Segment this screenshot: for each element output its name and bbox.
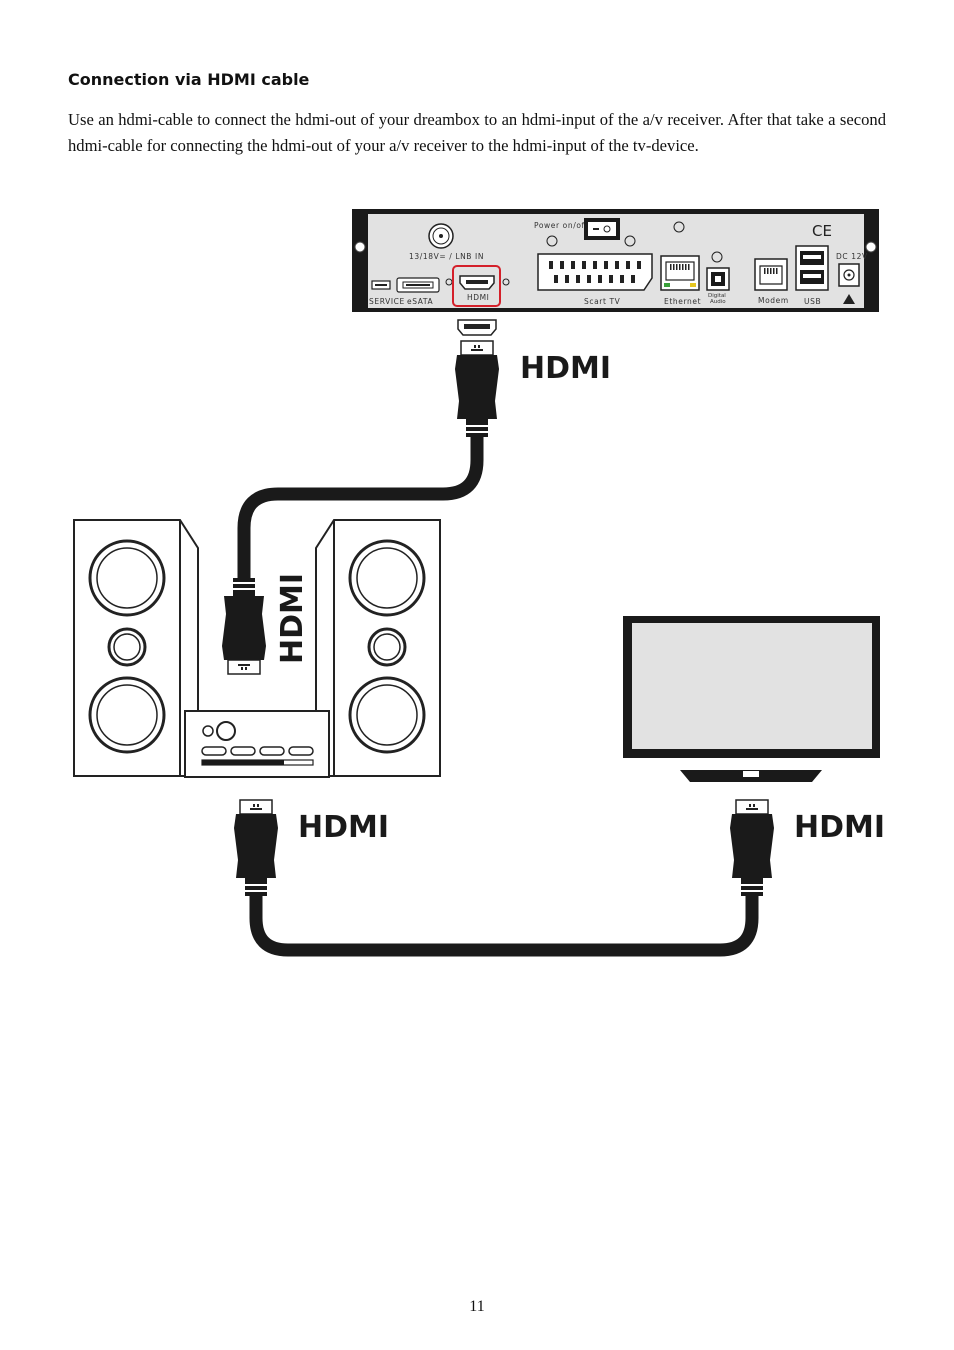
hdmi-cable-top <box>237 437 484 580</box>
hdmi-label-bottom-right: HDMI <box>794 810 885 845</box>
esata-label: eSATA <box>407 297 433 306</box>
dreambox-rear-panel: 13/18V= / LNB IN SERVICE eSATA HDMI Powe… <box>352 209 879 312</box>
hdmi-plug-bottom-left-icon <box>233 799 279 897</box>
hdmi-port-highlight <box>452 265 501 307</box>
hdmi-label-speaker: HDMI <box>275 573 310 664</box>
digital-audio-port-icon <box>706 267 730 291</box>
instruction-paragraph: Use an hdmi-cable to connect the hdmi-ou… <box>68 110 886 155</box>
ethernet-port-icon <box>660 255 700 291</box>
power-label: Power on/off <box>534 221 588 230</box>
hdmi-plug-top-icon <box>454 340 500 438</box>
scart-port-icon <box>537 253 653 291</box>
usb-label: USB <box>804 297 821 306</box>
hdmi-label-bottom-left: HDMI <box>298 810 389 845</box>
ce-mark: CE <box>812 222 832 240</box>
warning-icon <box>843 294 855 304</box>
modem-port-icon <box>754 258 788 291</box>
dc-label: DC 12V <box>836 252 868 261</box>
service-label: SERVICE <box>369 297 405 306</box>
esata-port-icon <box>396 277 440 293</box>
speaker-system-icon <box>73 519 441 778</box>
tv-icon <box>623 616 880 782</box>
hdmi-port-label: HDMI <box>467 293 490 302</box>
lnb-label: 13/18V= / LNB IN <box>409 252 484 261</box>
usb-port-icon <box>795 245 829 291</box>
lnb-connector-icon <box>428 223 454 249</box>
service-port-icon <box>371 280 391 290</box>
modem-label: Modem <box>758 296 789 305</box>
ethernet-label: Ethernet <box>664 297 701 306</box>
hdmi-cable-bottom <box>249 896 759 957</box>
dc-jack-icon <box>838 263 860 287</box>
hdmi-label-top: HDMI <box>520 351 611 386</box>
hdmi-plug-speaker-icon <box>221 577 267 675</box>
section-title: Connection via HDMI cable <box>68 70 310 89</box>
hdmi-plug-bottom-right-icon <box>729 799 775 897</box>
scart-label: Scart TV <box>584 297 621 306</box>
hdmi-plug-head-icon <box>457 319 497 336</box>
digital-audio-label-1: Digital <box>708 293 726 299</box>
page-number: 11 <box>469 1298 485 1315</box>
digital-audio-label-2: Audio <box>710 299 726 305</box>
power-switch-icon <box>584 218 620 240</box>
